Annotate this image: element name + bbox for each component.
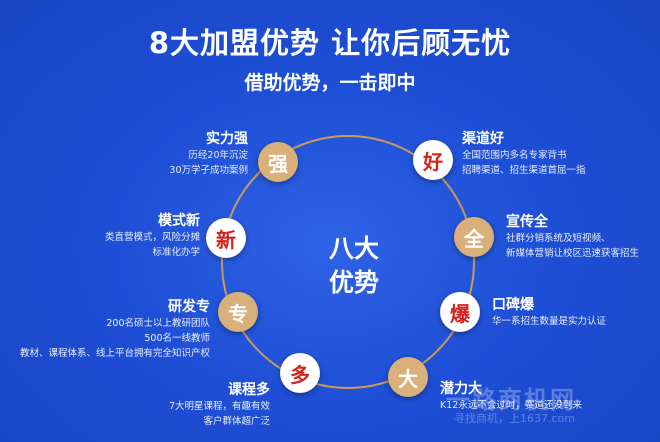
advantage-desc-line: 200名硕士以上教研团队 (106, 318, 210, 329)
center-line-2: 优势 (328, 268, 379, 297)
badge-big: 大 (388, 357, 428, 397)
advantage-desc-line: 社群分销系统及短视频、 (506, 233, 611, 244)
center-line-1: 八大 (328, 234, 379, 263)
advantage-title: 课程多 (228, 382, 270, 398)
advantage-title: 研发专 (168, 299, 210, 315)
badge-new: 新 (206, 218, 246, 258)
badge-many: 多 (280, 353, 320, 393)
badge-strong: 强 (258, 142, 298, 182)
advantage-desc-line: 标准化办学 (152, 247, 200, 258)
advantage-big: 潜力大 K12永远不会过时，赛道还没到来 (440, 380, 582, 413)
advantage-desc-line: 30万学子成功案例 (169, 165, 248, 176)
advantage-desc-line: 客户群体超广泛 (203, 416, 270, 427)
advantage-many: 课程多 7大明星课程，有趣有效 客户群体超广泛 (169, 381, 270, 429)
badge-explosive: 爆 (440, 292, 480, 332)
advantage-desc-line: 类直营模式，风险分摊 (104, 232, 200, 243)
advantage-good: 渠道好 全国范围内多名专家背书 招聘渠道、招生渠道首屈一指 (462, 130, 586, 178)
badge-good: 好 (413, 140, 453, 180)
ring-circle (221, 135, 475, 389)
page-title: 8大加盟优势 让你后顾无忧 (148, 26, 512, 60)
page-subtitle: 借助优势，一击即中 (244, 72, 416, 94)
advantage-desc-line: 招聘渠道、招生渠道首屈一指 (462, 165, 586, 176)
advantage-title: 渠道好 (462, 131, 504, 147)
advantage-desc-line: 7大明星课程，有趣有效 (168, 401, 270, 412)
advantage-desc-line: 历经20年沉淀 (188, 150, 248, 161)
badge-professional: 专 (218, 292, 258, 332)
advantage-desc-line: K12永远不会过时，赛道还没到来 (440, 400, 582, 411)
advantage-title: 实力强 (206, 131, 248, 147)
advantage-title: 模式新 (158, 213, 200, 229)
advantage-desc-line: 500名一线教师 (144, 333, 210, 344)
advantage-complete: 宣传全 社群分销系统及短视频、 新媒体营销让校区迅速获客招生 (506, 213, 639, 261)
center-label: 八大 优势 (304, 232, 404, 300)
watermark-tagline: 寻找商机，上1637.com (454, 412, 575, 425)
advantage-title: 潜力大 (440, 381, 482, 397)
advantage-desc-line: 教材、课程体系、线上平台拥有完全知识产权 (19, 348, 210, 359)
advantage-professional: 研发专 200名硕士以上教研团队 500名一线教师 教材、课程体系、线上平台拥有… (20, 298, 210, 361)
advantage-title: 口碑爆 (492, 297, 534, 313)
advantage-title: 宣传全 (506, 214, 548, 230)
watermark-logo: 一路商机网 (446, 386, 576, 414)
advantage-strong: 实力强 历经20年沉淀 30万学子成功案例 (169, 130, 248, 178)
advantage-desc-line: 新媒体营销让校区迅速获客招生 (506, 248, 640, 259)
advantage-new: 模式新 类直营模式，风险分摊 标准化办学 (105, 212, 200, 260)
advantage-desc-line: 全国范围内多名专家背书 (462, 150, 567, 161)
advantage-explosive: 口碑爆 华一系招生数量是实力认证 (492, 296, 606, 329)
badge-complete: 全 (454, 217, 494, 257)
advantage-desc-line: 华一系招生数量是实力认证 (492, 316, 607, 327)
